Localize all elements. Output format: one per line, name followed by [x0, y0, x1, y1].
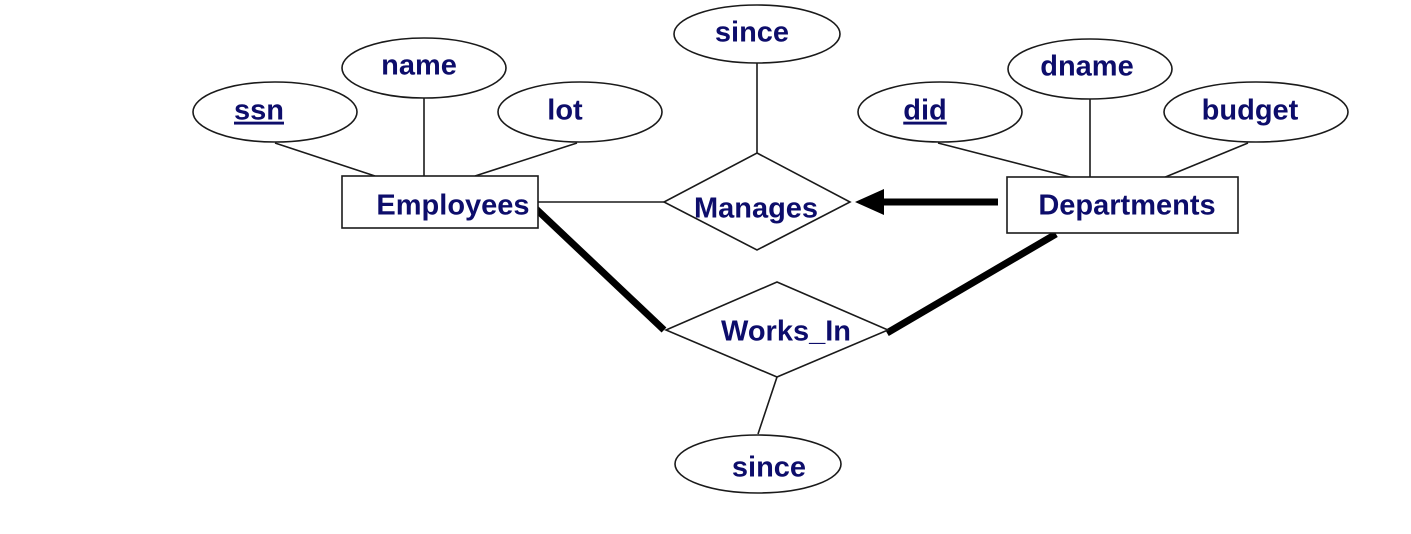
entity-departments: Departments: [1006, 176, 1239, 234]
entity-departments-label: Departments: [1038, 190, 1215, 222]
attribute-budget-label: budget: [1202, 95, 1299, 127]
attribute-dname: dname: [1007, 38, 1173, 100]
connectors: [274, 61, 1249, 435]
works-in-to-departments-thick-line: [885, 230, 1058, 337]
attribute-manages-since: since: [673, 4, 841, 64]
works-in-to-since-line: [757, 376, 778, 435]
attribute-lot-label: lot: [547, 95, 583, 127]
attribute-did-label: did: [903, 95, 947, 127]
attribute-did-ellipse: [857, 81, 1023, 143]
attribute-budget-ellipse: [1163, 81, 1349, 143]
attribute-ssn: ssn: [192, 81, 358, 143]
attribute-works-in-since: since: [674, 434, 842, 494]
attribute-lot-ellipse: [497, 81, 663, 143]
entity-employees-label: Employees: [376, 190, 529, 222]
lot-to-employees-line: [474, 142, 578, 177]
ssn-to-employees-line: [274, 142, 376, 177]
relationship-works-in: Works_In: [663, 281, 891, 378]
attribute-name-label: name: [381, 50, 457, 82]
did-to-departments-line: [937, 142, 1071, 178]
departments-to-manages-arrowhead: [855, 189, 884, 215]
attribute-ssn-label: ssn: [234, 95, 284, 127]
relationship-works-in-diamond: [663, 281, 891, 378]
attribute-works-in-since-ellipse: [674, 434, 842, 494]
attribute-dname-ellipse: [1007, 38, 1173, 100]
attribute-dname-label: dname: [1040, 51, 1133, 83]
budget-to-departments-line: [1162, 142, 1249, 179]
attribute-manages-since-ellipse: [673, 4, 841, 64]
relationship-works-in-label: Works_In: [721, 316, 851, 348]
attribute-name-ellipse: [341, 37, 507, 99]
entity-departments-box: [1006, 176, 1239, 234]
entity-employees: Employees: [341, 175, 539, 229]
relationship-manages-label: Manages: [694, 193, 818, 225]
attribute-works-in-since-label: since: [732, 452, 806, 484]
relationship-manages-diamond: [662, 152, 852, 251]
employees-to-works-in-thick-line: [531, 204, 667, 333]
relationship-manages: Manages: [662, 152, 852, 251]
attribute-ssn-ellipse: [192, 81, 358, 143]
attribute-lot: lot: [497, 81, 663, 143]
entity-employees-box: [341, 175, 539, 229]
attribute-did: did: [857, 81, 1023, 143]
attribute-name: name: [341, 37, 507, 99]
attribute-manages-since-label: since: [715, 17, 789, 49]
attribute-budget: budget: [1163, 81, 1349, 143]
